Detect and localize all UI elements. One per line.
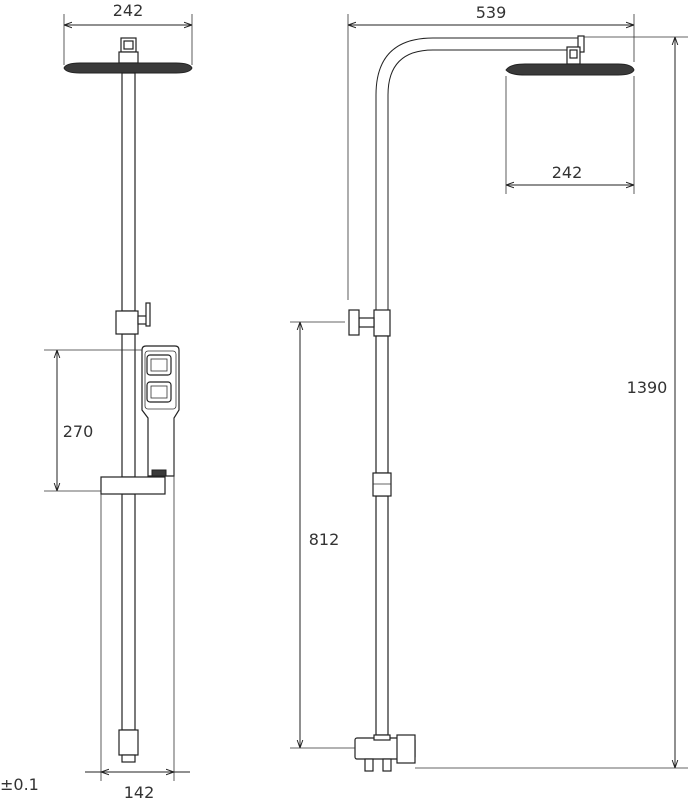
dim-front-bottom-width-label: 142: [124, 783, 155, 800]
dim-front-bottom-width: [85, 418, 190, 781]
dim-side-head-width: [505, 76, 635, 194]
dim-side-arm-reach-label: 539: [476, 3, 507, 22]
front-shower-head: [63, 37, 193, 74]
front-diverter: [115, 302, 151, 335]
front-riser-pipe: [121, 72, 136, 731]
dim-side-total-height: [415, 36, 688, 769]
side-slide-bracket: [372, 472, 392, 497]
dim-side-outlet-height: [290, 321, 355, 749]
side-riser-pipe: [375, 335, 389, 736]
dim-front-head-width: [63, 14, 193, 65]
front-view: 242 270 142 ±0.1: [0, 1, 193, 800]
front-hand-shower: [141, 345, 180, 477]
side-diverter: [348, 309, 391, 337]
dim-side-total-height-label: 1390: [627, 378, 668, 397]
dim-side-outlet-height-label: 812: [309, 530, 340, 549]
side-view: 539 242 1390 812: [290, 3, 688, 772]
side-shower-head: [505, 46, 635, 76]
side-curved-arm: [375, 35, 585, 310]
front-slide-bracket: [100, 476, 166, 495]
dim-front-head-width-label: 242: [113, 1, 144, 20]
tolerance-label: ±0.1: [0, 775, 39, 794]
side-mixer-body: [354, 734, 416, 772]
dim-side-head-width-label: 242: [552, 163, 583, 182]
dim-front-handset-height: [44, 349, 142, 492]
front-bottom-connector: [118, 729, 139, 763]
dim-side-arm-reach: [347, 14, 635, 300]
dim-front-handset-height-label: 270: [63, 422, 94, 441]
